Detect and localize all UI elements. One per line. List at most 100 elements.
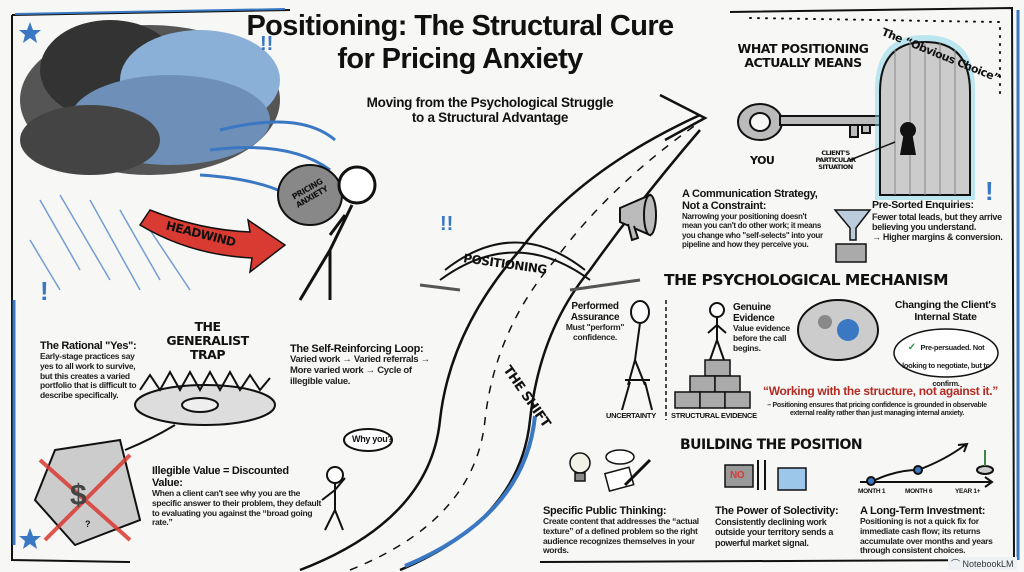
client-situation-label: CLIENT'S PARTICULAR SITUATION [808,149,863,172]
price-tag-icon: $ [33,438,142,547]
cross-out-icon [38,453,132,542]
subtitle-line-1: Moving from the Psychological Struggle [366,95,614,110]
confident-figure-icon [707,302,727,361]
right-frame [539,6,1016,563]
building-item: The Power of Solectivity: Consistently d… [715,505,850,548]
timeline-label: MONTH 1 [858,488,886,495]
presorted-heading: Pre-Sorted Enquiries: [872,199,974,211]
building-item: A Long-Term Investment: Positioning is n… [860,505,1005,556]
document-pen-icon [603,449,652,493]
loop-body: Varied work → Varied referrals → More va… [290,354,430,387]
trap-title-line: GENERALIST [166,332,249,348]
client-state-thought: ✓ Pre-persuaded. Not looking to negotiat… [900,337,992,391]
checkmark-icon: ✓ [907,342,917,353]
folders-icon [724,460,807,491]
performed-assurance-block: Performed Assurance Must "perform" confi… [562,301,628,343]
quote-sub: – Positioning ensures that pricing confi… [767,402,987,418]
brick-steps-icon [674,359,751,409]
communication-heading: Not a Constraint: [682,200,767,213]
communication-strategy-block: A Communication Strategy, Not a Constrai… [682,188,827,249]
confused-figure-icon [321,428,393,531]
notebooklm-logo-icon: ⌒ [951,559,963,569]
genuine-evidence-block: Genuine Evidence Value evidence before t… [733,302,795,353]
client-situation-line: SITUATION [818,163,853,172]
client-situation-line: PARTICULAR [815,156,857,165]
rational-yes-heading: The Rational "Yes": [40,340,137,352]
brain-icon [797,299,879,361]
title-line-2: for Pricing Anxiety [337,43,583,76]
page-title: Positioning: The Structural Cure for Pri… [195,10,725,77]
illegible-value-block: Illegible Value = Discounted Value: When… [152,465,322,528]
client-state-thought-text: Pre-persuaded. Not looking to negotiate,… [902,343,990,388]
genuine-heading: Genuine [733,302,771,313]
star-icon [19,22,41,43]
thought-cloud [893,328,999,378]
svg-text:$: $ [70,479,87,512]
why-you-thought: Why you? [352,434,393,444]
building-item-body: Create content that addresses the “actua… [543,516,699,556]
loop-heading: The Self-Reinforcing Loop: [290,343,424,355]
svg-text:!!: !! [440,213,453,235]
timeline-label: YEAR 1+ [955,488,981,495]
building-item-body: Positioning is not a quick fix for immed… [860,516,993,556]
client-situation-line: CLIENT'S [821,149,850,157]
trap-title-line: THE [194,319,221,334]
building-item: Specific Public Thinking: Create content… [543,505,703,556]
svg-text:!!: !! [260,33,273,55]
building-item-heading: A Long-Term Investment: [860,505,986,517]
funnel-icon [833,209,872,263]
performed-heading: Assurance [570,312,620,323]
client-state-heading: Changing the Client's Internal State [894,299,997,323]
pre-sorted-enquiries-block: Pre-Sorted Enquiries: Fewer total leads,… [872,199,1017,243]
presorted-body: Fewer total leads, but they arrive belie… [872,211,1002,232]
rational-yes-body: Early-stage practices say yes to all wor… [40,351,137,401]
growth-timeline-icon [860,442,994,488]
quote: “Working with the structure, not against… [763,384,998,398]
communication-heading: A Communication Strategy, [682,188,818,200]
price-tag-question: ? [85,519,91,529]
pointer-arrow [849,141,896,161]
meaning-title-line: WHAT POSITIONING [737,41,869,56]
subtitle-line-2: to a Structural Advantage [411,109,569,125]
structural-evidence-caption: STRUCTURAL EVIDENCE [671,411,757,420]
performed-heading: Performed [571,301,619,312]
star-icon [19,528,41,549]
no-folder-label: NO [730,470,745,481]
bridge-icon [419,241,641,292]
generalist-trap-title: THE GENERALIST TRAP [160,320,255,361]
genuine-body: Value evidence before the call begins. [733,323,790,353]
meaning-title: WHAT POSITIONING ACTUALLY MEANS [728,42,878,70]
lightbulb-icon [569,452,591,482]
timeline-label: MONTH 6 [905,488,933,495]
watermark-text: NotebookLM [962,559,1014,569]
title-line-1: Positioning: The Structural Cure [246,10,674,42]
communication-body: Narrowing your positioning doesn't mean … [682,212,823,249]
bear-trap-icon [124,369,276,451]
storm-cloud-icon [20,20,336,291]
mechanism-title: THE PSYCHOLOGICAL MECHANISM [664,271,949,289]
illegible-body: When a client can't see why you are the … [152,488,321,528]
performed-body: Must "perform" confidence. [565,322,625,342]
genuine-heading: Evidence [733,313,775,324]
building-title: BUILDING THE POSITION [680,437,863,453]
meaning-title-line: ACTUALLY MEANS [744,54,862,70]
illegible-heading: Illegible Value = Discounted Value: [152,465,289,490]
svg-text:!: ! [40,276,49,306]
door-icon [875,35,975,200]
building-item-heading: Specific Public Thinking: [543,505,667,517]
svg-text:!: ! [985,176,994,206]
rational-yes-block: The Rational "Yes": Early-stage practice… [40,340,145,401]
notebooklm-watermark: ⌒ NotebookLM [948,557,1017,570]
uncertainty-caption: UNCERTAINTY [606,411,656,420]
you-label: YOU [750,154,775,167]
key-icon [737,103,881,141]
presorted-result: → Higher margins & conversion. [872,232,1003,243]
treasure-chest-icon [835,243,867,263]
struggling-figure-icon [277,164,377,301]
headwind-arrow-icon [138,209,287,274]
building-item-body: Consistently declining work outside your… [715,517,834,548]
trap-title-line: TRAP [190,346,226,362]
self-reinforcing-loop-block: The Self-Reinforcing Loop: Varied work →… [290,343,430,388]
performer-figure-icon [621,300,653,411]
